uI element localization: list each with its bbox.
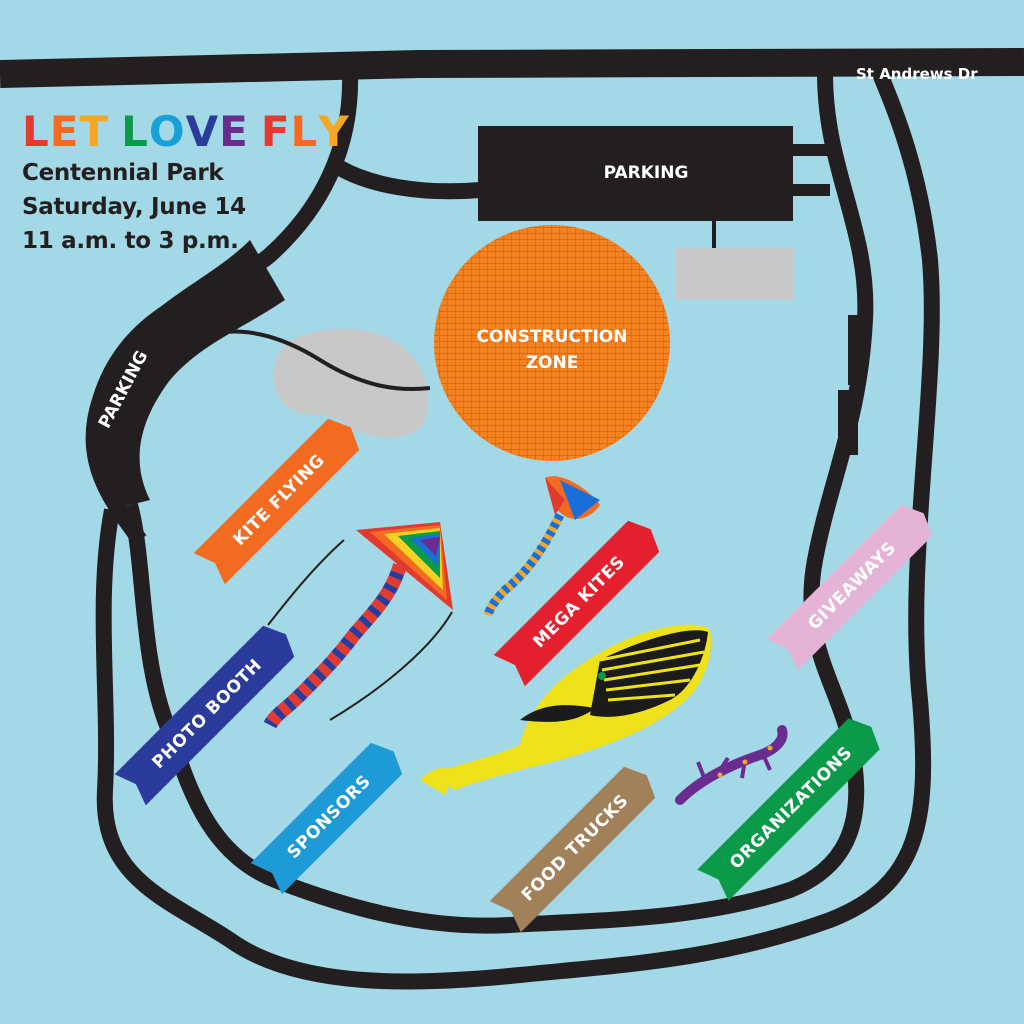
grey-building: [676, 248, 794, 300]
giveaways-banner-shape: [766, 504, 933, 671]
photo-booth-label: PHOTO BOOTH: [148, 655, 266, 773]
photo-booth-banner[interactable]: PHOTO BOOTH: [114, 619, 302, 806]
st-andrews-dr-road: [0, 48, 1024, 88]
rainbow-diamond-kite-icon: [263, 522, 453, 729]
event-date: Saturday, June 14: [22, 194, 246, 220]
mega-kites-label: MEGA KITES: [529, 552, 629, 652]
title-word: LET: [22, 107, 110, 156]
parking-connector-top: [790, 144, 830, 156]
food-trucks-label: FOOD TRUCKS: [518, 791, 633, 906]
mega-kites-banner[interactable]: MEGA KITES: [493, 514, 667, 687]
outer-loop-road: [95, 70, 940, 990]
sponsors-banner[interactable]: SPONSORS: [250, 736, 409, 895]
photo-booth-banner-shape: [114, 625, 295, 806]
organizations-banner-shape: [697, 718, 880, 901]
construction-label-line1: CONSTRUCTION: [477, 327, 628, 347]
top-parking-lot: [478, 126, 793, 221]
manta-ray-kite-icon: [483, 476, 600, 617]
whale-kite-icon: [420, 624, 711, 795]
right-parking-stub-2: [838, 390, 858, 455]
giveaways-banner[interactable]: GIVEAWAYS: [766, 498, 940, 671]
event-location: Centennial Park: [22, 160, 224, 186]
food-trucks-banner-shape: [489, 766, 656, 933]
title-word: FLY: [260, 107, 350, 156]
left-parking-lot: [87, 240, 285, 510]
parking-connector-bottom: [790, 184, 830, 196]
construction-zone: [434, 225, 670, 461]
kite-flying-banner-shape: [193, 418, 360, 585]
kite-flying-banner[interactable]: KITE FLYING: [193, 412, 367, 585]
right-parking-stub-1: [848, 315, 866, 385]
kite-flying-label: KITE FLYING: [230, 450, 330, 550]
top-connector-road: [336, 160, 481, 200]
street-name-label: St Andrews Dr: [856, 65, 978, 83]
food-trucks-banner[interactable]: FOOD TRUCKS: [489, 760, 663, 933]
mega-kites-banner-shape: [493, 520, 660, 687]
gecko-kite-icon: [675, 725, 788, 805]
event-time: 11 a.m. to 3 p.m.: [22, 228, 239, 254]
construction-label-line2: ZONE: [526, 353, 579, 373]
pavilion-path: [204, 329, 431, 392]
top-parking-label: PARKING: [604, 163, 689, 183]
sponsors-banner-shape: [250, 742, 403, 895]
giveaways-label: GIVEAWAYS: [804, 538, 900, 634]
organizations-label: ORGANIZATIONS: [726, 743, 857, 874]
organizations-banner[interactable]: ORGANIZATIONS: [697, 711, 887, 901]
title-word: LOVE: [121, 107, 249, 156]
